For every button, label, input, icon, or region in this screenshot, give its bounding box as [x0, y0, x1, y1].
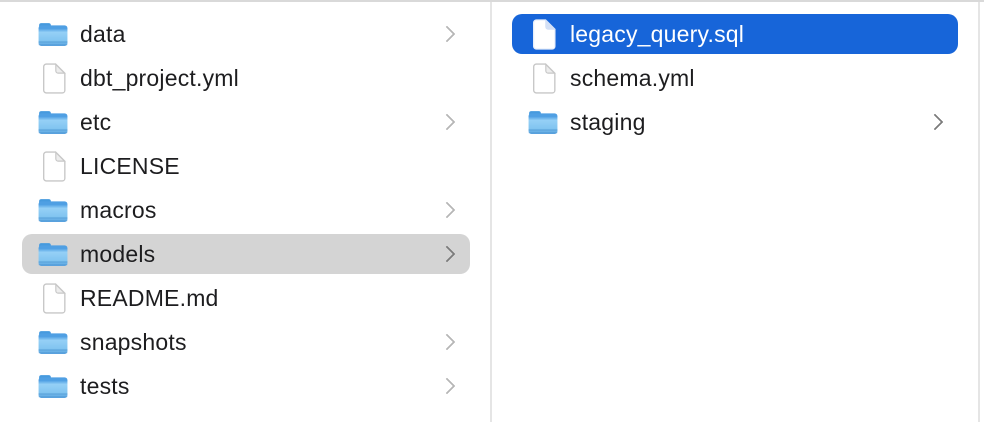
- icon-box: [38, 62, 68, 94]
- file-label: LICENSE: [80, 153, 180, 179]
- next-column-empty: [980, 2, 984, 422]
- chevron-right-icon: [438, 113, 456, 131]
- icon-box: [38, 239, 68, 269]
- file-column-right: legacy_query.sql schema.yml: [492, 2, 978, 422]
- file-label: legacy_query.sql: [570, 21, 745, 47]
- chevron-right-icon: [438, 333, 456, 351]
- icon-box: [528, 18, 558, 50]
- row-etc[interactable]: etc: [22, 102, 470, 142]
- icon-box: [528, 62, 558, 94]
- folder-icon: [38, 330, 68, 354]
- icon-box: [38, 327, 68, 357]
- row-models[interactable]: models: [22, 234, 470, 274]
- icon-box: [38, 107, 68, 137]
- row-license[interactable]: LICENSE: [22, 146, 470, 186]
- row-dbt-project-yml[interactable]: dbt_project.yml: [22, 58, 470, 98]
- file-icon: [532, 18, 556, 50]
- icon-box: [38, 150, 68, 182]
- icon-box: [38, 371, 68, 401]
- chevron-right-icon: [438, 245, 456, 263]
- file-icon: [42, 62, 66, 94]
- chevron-right-icon: [438, 201, 456, 219]
- chevron-right-icon: [926, 113, 944, 131]
- file-column-left: data dbt_project.yml: [0, 2, 490, 422]
- icon-box: [38, 195, 68, 225]
- chevron-right-icon: [438, 377, 456, 395]
- folder-icon: [38, 198, 68, 222]
- icon-box: [38, 282, 68, 314]
- chevron-right-icon: [438, 25, 456, 43]
- file-label: etc: [80, 109, 112, 135]
- file-icon: [532, 62, 556, 94]
- file-label: staging: [570, 109, 646, 135]
- file-icon: [42, 150, 66, 182]
- row-readme-md[interactable]: README.md: [22, 278, 470, 318]
- file-label: macros: [80, 197, 157, 223]
- folder-icon: [38, 374, 68, 398]
- file-label: tests: [80, 373, 130, 399]
- folder-icon: [38, 110, 68, 134]
- file-label: models: [80, 241, 156, 267]
- folder-icon: [38, 242, 68, 266]
- file-icon: [42, 282, 66, 314]
- file-label: README.md: [80, 285, 219, 311]
- row-legacy-query-sql[interactable]: legacy_query.sql: [512, 14, 958, 54]
- file-label: data: [80, 21, 126, 47]
- row-data[interactable]: data: [22, 14, 470, 54]
- file-label: snapshots: [80, 329, 187, 355]
- file-label: dbt_project.yml: [80, 65, 239, 91]
- row-staging[interactable]: staging: [512, 102, 958, 142]
- column-divider: [490, 2, 492, 422]
- row-schema-yml[interactable]: schema.yml: [512, 58, 958, 98]
- icon-box: [528, 107, 558, 137]
- row-tests[interactable]: tests: [22, 366, 470, 406]
- icon-box: [38, 19, 68, 49]
- file-label: schema.yml: [570, 65, 695, 91]
- column-divider-right: [978, 2, 980, 422]
- row-macros[interactable]: macros: [22, 190, 470, 230]
- folder-icon: [38, 22, 68, 46]
- row-snapshots[interactable]: snapshots: [22, 322, 470, 362]
- folder-icon: [528, 110, 558, 134]
